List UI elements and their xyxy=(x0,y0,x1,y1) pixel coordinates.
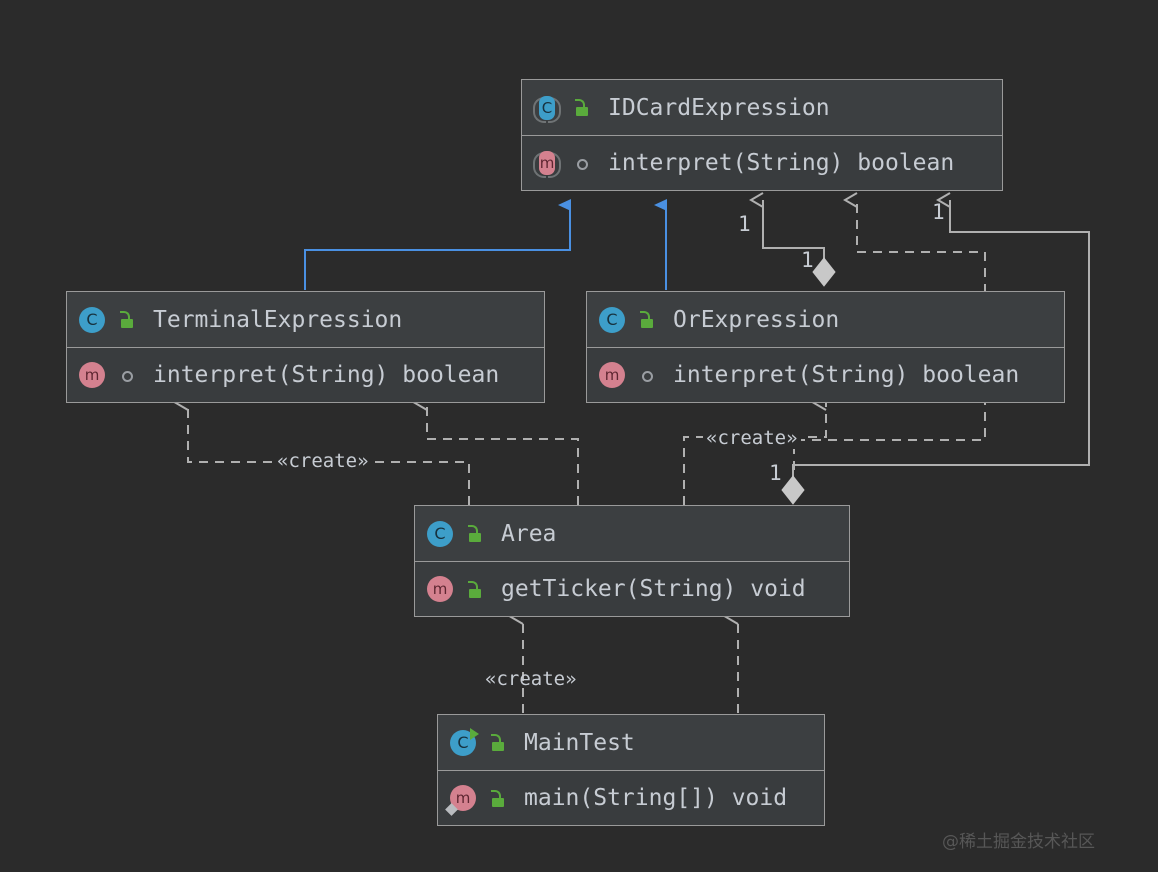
class-box-orexpression[interactable]: C OrExpression m interpret(String) boole… xyxy=(586,291,1065,403)
public-unlock-icon xyxy=(574,99,590,116)
multiplicity-area-target: 1 xyxy=(932,200,945,224)
abstract-class-icon: C xyxy=(533,95,561,123)
class-member-row[interactable]: m main(String[]) void xyxy=(438,770,824,825)
class-name-orexpression: OrExpression xyxy=(673,306,840,333)
class-header-area[interactable]: C Area xyxy=(415,506,849,561)
static-method-icon: m xyxy=(445,785,476,816)
class-icon: C xyxy=(599,306,625,333)
public-unlock-icon xyxy=(467,525,483,542)
public-unlock-icon xyxy=(490,789,506,807)
class-box-terminalexpression[interactable]: C TerminalExpression m interpret(String)… xyxy=(66,291,545,403)
edge-label-create-orexpr: «create» xyxy=(703,427,801,449)
method-icon: m xyxy=(427,576,453,602)
class-member-row[interactable]: m interpret(String) boolean xyxy=(522,135,1002,190)
class-name-idcardexpression: IDCardExpression xyxy=(608,94,830,121)
abstract-method-icon: m xyxy=(533,150,561,178)
class-name-maintest: MainTest xyxy=(524,729,635,756)
aggregation-diamond xyxy=(812,257,836,287)
multiplicity-orexpr-target: 1 xyxy=(738,212,751,236)
class-box-area[interactable]: C Area m getTicker(String) void xyxy=(414,505,850,617)
class-member-row[interactable]: m interpret(String) boolean xyxy=(587,347,1064,402)
protected-circle-icon xyxy=(574,155,590,171)
edge-aggregation-orexpr-idcard xyxy=(749,192,836,287)
class-member-row[interactable]: m interpret(String) boolean xyxy=(67,347,544,402)
edge-label-create-maintest-area: «create» xyxy=(485,668,577,690)
runnable-class-icon: C xyxy=(450,727,479,756)
class-name-area: Area xyxy=(501,520,557,547)
method-icon: m xyxy=(599,362,625,388)
protected-circle-icon xyxy=(119,367,135,383)
class-header-maintest[interactable]: C MainTest xyxy=(438,715,824,770)
class-icon: C xyxy=(427,520,453,547)
member-name: interpret(String) boolean xyxy=(673,362,1020,388)
class-box-idcardexpression[interactable]: C IDCardExpression m interpret(String) b… xyxy=(521,79,1003,191)
edge-inheritance-terminal-idcard xyxy=(304,199,571,290)
edge-dependency-area-terminal xyxy=(413,395,579,505)
public-unlock-icon xyxy=(639,311,655,328)
class-header-idcardexpression[interactable]: C IDCardExpression xyxy=(522,80,1002,135)
class-header-terminalexpression[interactable]: C TerminalExpression xyxy=(67,292,544,347)
member-name: interpret(String) boolean xyxy=(153,362,500,388)
class-header-orexpression[interactable]: C OrExpression xyxy=(587,292,1064,347)
aggregation-diamond xyxy=(781,475,805,505)
method-icon: m xyxy=(79,362,105,388)
watermark: @稀土掘金技术社区 xyxy=(942,832,1095,852)
edge-dependency-area-orexpr-create xyxy=(683,395,827,505)
class-member-row[interactable]: m getTicker(String) void xyxy=(415,561,849,616)
edge-label-create-terminal: «create» xyxy=(274,450,372,472)
protected-circle-icon xyxy=(639,367,655,383)
class-icon: C xyxy=(79,306,105,333)
class-box-maintest[interactable]: C MainTest m main(String[]) void xyxy=(437,714,825,826)
class-name-terminalexpression: TerminalExpression xyxy=(153,306,403,333)
member-name: interpret(String) boolean xyxy=(608,150,955,176)
multiplicity-orexpr-source: 1 xyxy=(801,248,814,272)
multiplicity-area-source: 1 xyxy=(769,461,782,485)
public-unlock-icon xyxy=(119,311,135,328)
member-name: getTicker(String) void xyxy=(501,576,806,602)
public-unlock-icon xyxy=(490,734,506,751)
member-name: main(String[]) void xyxy=(524,785,788,811)
public-unlock-icon xyxy=(467,580,483,598)
run-play-icon xyxy=(470,727,479,740)
